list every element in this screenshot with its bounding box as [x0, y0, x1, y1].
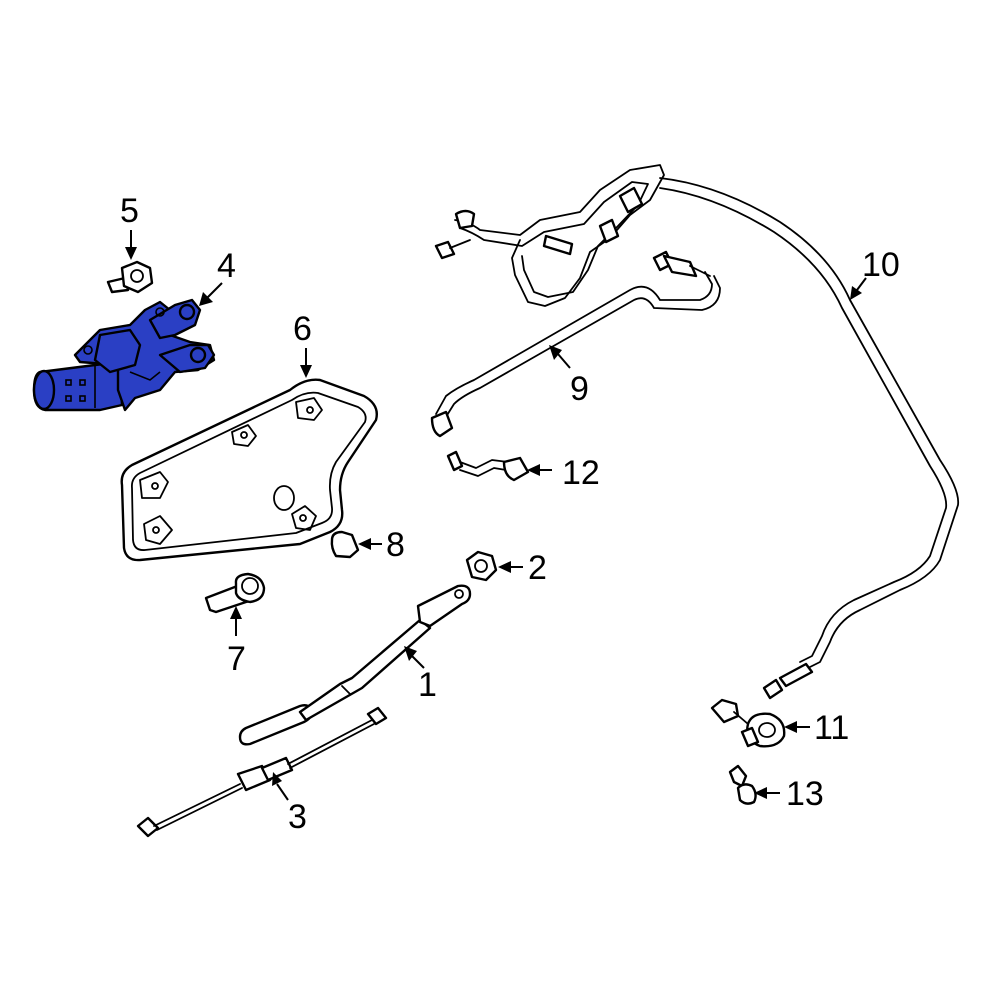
callout-8: 8 [358, 526, 405, 564]
callout-10: 10 [850, 246, 900, 300]
callout-9: 9 [549, 345, 589, 408]
connector-part-12[interactable] [446, 450, 530, 482]
nut-part-2[interactable] [465, 550, 498, 582]
bolt-part-5[interactable] [106, 260, 154, 294]
callout-label-11: 11 [814, 709, 849, 747]
callout-label-7: 7 [227, 640, 246, 678]
washer-hose-part-10[interactable] [434, 164, 960, 700]
gasket-part-6[interactable] [120, 378, 378, 562]
callout-3: 3 [272, 772, 307, 836]
callout-5: 5 [120, 192, 139, 260]
callout-label-3: 3 [288, 798, 307, 836]
callout-label-10: 10 [862, 246, 900, 284]
elbow-part-13[interactable] [728, 764, 757, 805]
callout-11: 11 [784, 709, 849, 747]
callout-label-8: 8 [386, 526, 405, 564]
callout-label-6: 6 [293, 310, 312, 348]
callout-label-5: 5 [120, 192, 139, 230]
callout-label-9: 9 [570, 370, 589, 408]
callout-4: 4 [199, 247, 236, 306]
callout-label-4: 4 [217, 247, 236, 285]
nozzle-part-11[interactable] [710, 698, 786, 748]
callout-label-1: 1 [418, 666, 437, 704]
washer-hose-part-9[interactable] [430, 250, 721, 438]
callout-7: 7 [227, 606, 246, 678]
callout-label-12: 12 [562, 454, 600, 492]
bushing-part-7[interactable] [204, 572, 266, 614]
wiper-arm-part-1[interactable] [238, 584, 472, 746]
callout-6: 6 [293, 310, 312, 378]
callout-1: 1 [404, 646, 437, 704]
wiper-blade-part-3[interactable] [136, 706, 388, 838]
callout-label-13: 13 [786, 775, 824, 813]
callout-12: 12 [527, 454, 600, 492]
cap-part-8[interactable] [330, 530, 360, 559]
callout-label-2: 2 [528, 549, 547, 587]
wiper-motor-part-4[interactable] [32, 298, 216, 412]
callout-2: 2 [498, 549, 547, 587]
callout-13: 13 [754, 775, 824, 813]
